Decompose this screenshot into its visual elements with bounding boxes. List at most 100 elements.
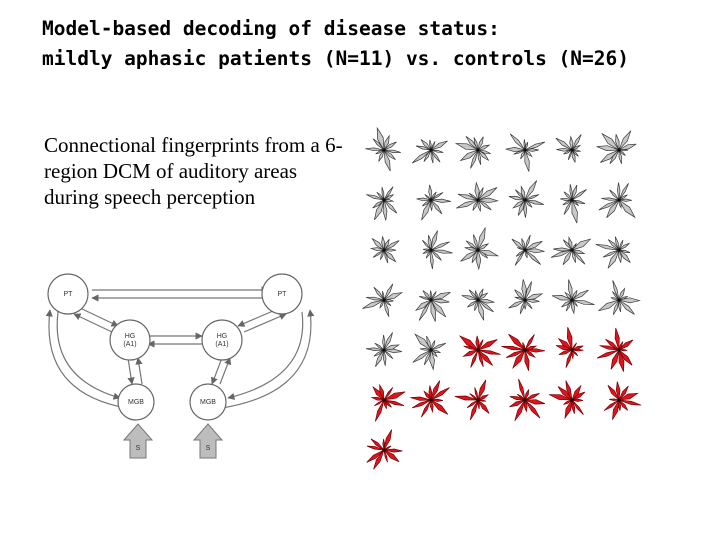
fingerprint-center <box>382 348 386 352</box>
fingerprint-center <box>429 198 433 202</box>
fingerprint-patient <box>454 379 490 421</box>
fingerprint-petals <box>362 283 404 317</box>
fingerprint-petals <box>460 227 500 271</box>
fingerprint-petals <box>550 236 592 266</box>
fingerprint-control <box>365 126 401 172</box>
fingerprint-center <box>570 248 574 252</box>
fingerprint-petals <box>596 327 634 372</box>
fingerprint-petals <box>366 186 398 221</box>
fingerprint-petals <box>598 280 641 315</box>
fingerprint-petals <box>555 134 582 163</box>
fingerprint-control <box>598 280 641 315</box>
fingerprint-petals <box>412 333 446 371</box>
fingerprint-petals <box>365 126 401 172</box>
fingerprint-petals <box>501 333 546 371</box>
fingerprint-center <box>617 198 621 202</box>
fingerprint-petals <box>454 379 490 421</box>
fingerprint-center <box>523 248 527 252</box>
node-mgb-left <box>117 383 155 421</box>
fingerprint-control <box>460 227 500 271</box>
fingerprint-patient <box>410 380 450 418</box>
fingerprint-control <box>366 332 402 367</box>
slide-title: Model-based decoding of disease status: … <box>42 14 629 74</box>
fingerprint-patient <box>603 381 642 420</box>
fingerprint-petals <box>411 139 448 164</box>
fingerprint-center <box>523 198 527 202</box>
fingerprint-petals <box>508 180 544 218</box>
fingerprint-center <box>476 248 480 252</box>
fingerprint-center <box>429 398 433 402</box>
fingerprint-control <box>560 184 587 224</box>
node-label-hg-left-1: HG <box>125 333 136 340</box>
fingerprint-center <box>476 348 480 352</box>
fingerprint-center <box>570 298 574 302</box>
connection-hg-mgb-left-1 <box>127 357 135 385</box>
node-label-mgb-left: MGB <box>128 399 144 406</box>
fingerprint-petals <box>416 184 451 221</box>
connection-pt-mgb-left <box>56 311 121 400</box>
fingerprint-patient <box>596 327 634 372</box>
fingerprint-control <box>598 182 636 219</box>
node-pt-right <box>261 273 303 315</box>
fingerprint-center <box>617 348 621 352</box>
fingerprint-center <box>570 398 574 402</box>
connection-pt-hg-left-up <box>73 313 113 333</box>
fingerprint-center <box>570 148 574 152</box>
fingerprint-petals <box>596 130 637 164</box>
fingerprint-petals <box>505 133 546 172</box>
fingerprint-center <box>476 198 480 202</box>
fingerprint-center <box>382 398 386 402</box>
title-line-2: mildly aphasic patients (N=11) vs. contr… <box>42 47 629 70</box>
fingerprint-center <box>476 148 480 152</box>
connection-hg-mgb-right-1 <box>210 357 223 385</box>
fingerprint-center <box>617 248 621 252</box>
fingerprint-control <box>595 236 631 269</box>
fingerprint-control <box>412 333 446 371</box>
fingerprint-center <box>523 298 527 302</box>
fingerprint-petals <box>555 327 584 368</box>
fingerprint-petals <box>603 381 642 420</box>
fingerprint-petals <box>511 234 545 266</box>
fingerprint-petals <box>458 335 501 368</box>
fingerprint-petals <box>414 290 451 322</box>
fingerprint-control <box>461 288 495 321</box>
input-label-right: S <box>206 445 211 452</box>
fingerprint-petals <box>598 182 636 219</box>
node-label-pt-left: PT <box>64 291 74 298</box>
fingerprint-grid <box>362 126 642 470</box>
fingerprint-control <box>422 230 453 270</box>
fingerprint-patient <box>501 333 546 371</box>
fingerprint-control <box>596 130 637 164</box>
fingerprint-center <box>523 148 527 152</box>
fingerprint-center <box>382 148 386 152</box>
description-text: Connectional fingerprints from a 6-regio… <box>44 133 343 209</box>
fingerprint-center <box>570 198 574 202</box>
node-hg-left <box>109 319 151 361</box>
fingerprint-petals <box>422 230 453 270</box>
fingerprint-patient <box>370 383 406 422</box>
fingerprint-control <box>550 236 592 266</box>
fingerprint-patient <box>366 429 403 470</box>
fingerprint-petals <box>370 383 406 422</box>
input-label-left: S <box>136 445 141 452</box>
fingerprint-center <box>476 298 480 302</box>
fingerprint-patient <box>548 380 586 420</box>
fingerprint-center <box>570 348 574 352</box>
fingerprint-patient <box>509 378 546 422</box>
node-label-pt-right: PT <box>278 291 288 298</box>
connection-mgb-pt-left <box>45 309 127 409</box>
node-label-hg-right-1: HG <box>217 333 228 340</box>
input-arrow-right <box>192 423 224 459</box>
connection-hg-mgb-left-2 <box>135 357 143 385</box>
title-line-1: Model-based decoding of disease status: <box>42 17 500 40</box>
fingerprint-center <box>429 248 433 252</box>
fingerprint-center <box>617 398 621 402</box>
fingerprint-control <box>411 139 448 164</box>
fingerprint-center <box>523 348 527 352</box>
fingerprint-center <box>429 348 433 352</box>
fingerprint-control <box>551 279 595 315</box>
node-label-hg-right-2: (A1) <box>215 341 228 348</box>
fingerprint-petals <box>595 236 631 269</box>
fingerprint-patient <box>555 327 584 368</box>
connection-hg-mgb-right-2 <box>219 357 232 385</box>
